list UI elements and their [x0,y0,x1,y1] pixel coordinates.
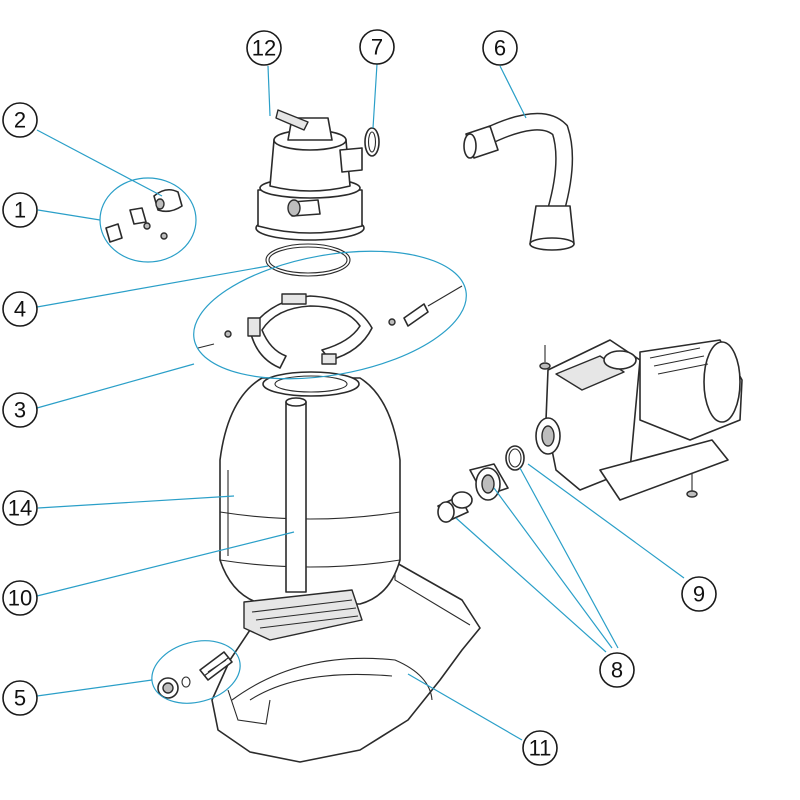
callout-number: 8 [611,658,623,683]
o-ring-small [364,127,380,157]
callout-7: 7 [359,29,395,65]
callout-11: 11 [522,730,558,766]
callout-1: 1 [2,192,38,228]
callout-6: 6 [482,30,518,66]
group-outline-drain-fittings [99,177,197,263]
connection-hose [463,112,575,251]
leader-4 [36,265,269,308]
leader-3 [36,363,195,409]
callout-number: 12 [252,36,276,61]
leader-2 [36,129,163,197]
callout-2: 2 [2,102,38,138]
callout-number: 11 [529,736,552,761]
callout-number: 2 [14,108,26,133]
drain-fittings [105,188,183,243]
callout-10: 10 [2,580,38,616]
leader-1 [37,209,101,221]
callout-3: 3 [2,392,38,428]
callout-9: 9 [681,576,717,612]
callout-number: 3 [14,398,26,423]
group-outline-clamp [193,250,467,380]
callout-number: 4 [14,297,26,322]
standpipe-laterals [243,397,363,641]
callout-5: 5 [2,680,38,716]
callout-number: 5 [14,686,26,711]
callout-8: 8 [599,652,635,688]
leader-10 [36,531,295,597]
filter-tank [219,371,401,605]
leader-8b [493,487,613,649]
callout-4: 4 [2,291,38,327]
leader-12 [267,65,271,117]
callout-number: 10 [8,586,32,611]
leader-8c [519,467,619,649]
clamp-assembly [197,285,463,369]
leader-14 [37,495,235,509]
callout-number: 14 [8,496,32,521]
leader-6 [499,65,527,119]
valve-o-ring [265,243,351,277]
group-outline-drain-plug [151,640,241,704]
callout-14: 14 [2,490,38,526]
callout-number: 6 [494,36,506,61]
callout-number: 9 [693,582,705,607]
leader-5 [36,679,153,697]
callout-number: 7 [371,35,383,60]
drain-plug [157,651,233,699]
pump [535,339,743,501]
callout-number: 1 [14,198,26,223]
leader-9 [527,463,685,579]
leader-7 [372,63,378,129]
pump-union [437,445,525,523]
callout-12: 12 [246,30,282,66]
leader-8a [455,517,607,653]
leader-11 [407,673,523,741]
multiport-valve [255,109,365,241]
